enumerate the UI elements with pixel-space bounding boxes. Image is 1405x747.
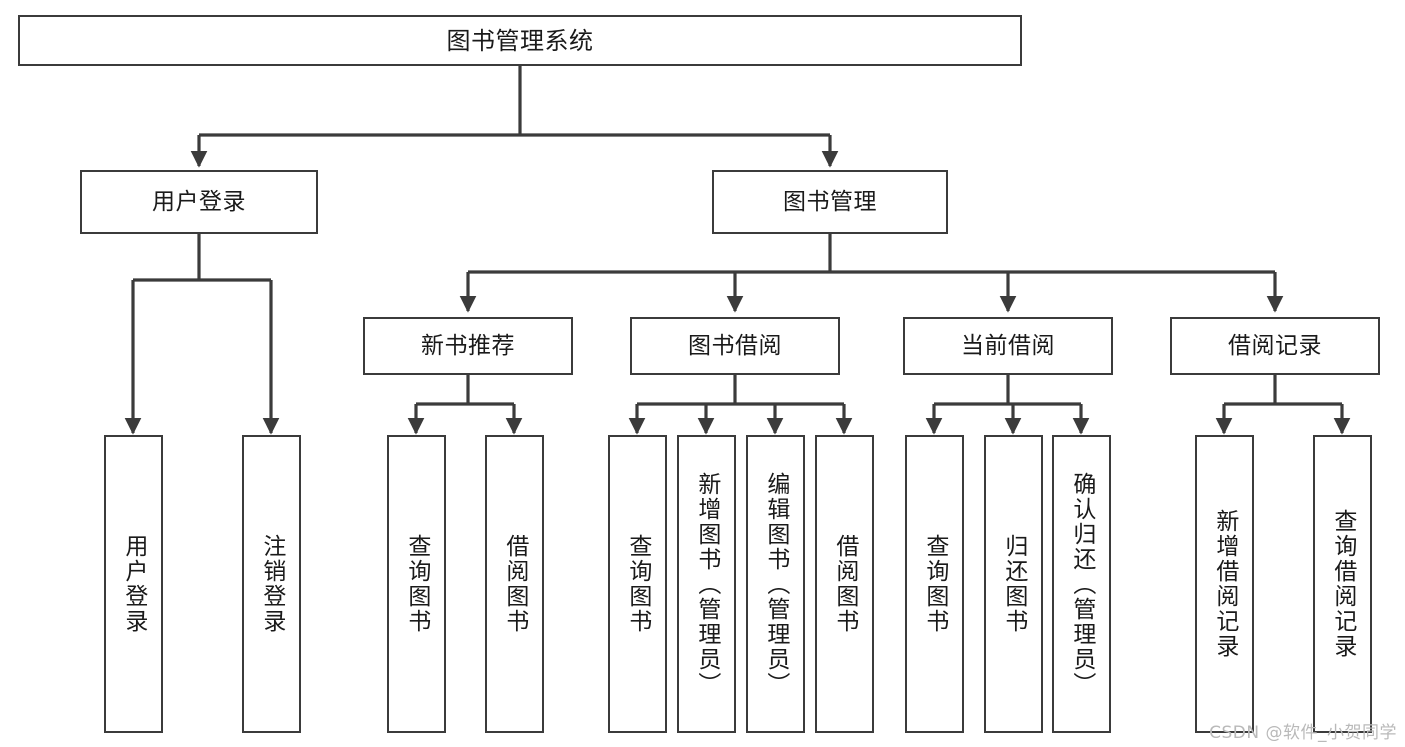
node-user-login[interactable]: 用户登录 bbox=[80, 170, 318, 234]
node-label: 借阅记录 bbox=[1228, 332, 1322, 359]
node-leaf-borrow-book-1[interactable]: 借阅图书 bbox=[485, 435, 544, 733]
node-label: 查询借阅记录 bbox=[1329, 509, 1356, 659]
node-leaf-query-book-3[interactable]: 查询图书 bbox=[905, 435, 964, 733]
node-label: 注销登录 bbox=[258, 534, 285, 634]
node-current-borrow[interactable]: 当前借阅 bbox=[903, 317, 1113, 375]
node-leaf-user-login[interactable]: 用户登录 bbox=[104, 435, 163, 733]
node-label: 用户登录 bbox=[120, 534, 147, 634]
node-book-management[interactable]: 图书管理 bbox=[712, 170, 948, 234]
node-leaf-add-book[interactable]: 新增图书（管理员） bbox=[677, 435, 736, 733]
node-label: 新书推荐 bbox=[421, 332, 515, 359]
node-label: 图书借阅 bbox=[688, 332, 782, 359]
node-leaf-query-record[interactable]: 查询借阅记录 bbox=[1313, 435, 1372, 733]
node-label: 查询图书 bbox=[921, 534, 948, 634]
node-label: 编辑图书（管理员） bbox=[762, 471, 789, 697]
node-leaf-user-logout[interactable]: 注销登录 bbox=[242, 435, 301, 733]
node-new-book-recommend[interactable]: 新书推荐 bbox=[363, 317, 573, 375]
node-label: 新增图书（管理员） bbox=[693, 471, 720, 697]
node-book-borrow[interactable]: 图书借阅 bbox=[630, 317, 840, 375]
node-label: 借阅图书 bbox=[501, 534, 528, 634]
node-leaf-borrow-book-2[interactable]: 借阅图书 bbox=[815, 435, 874, 733]
node-leaf-edit-book[interactable]: 编辑图书（管理员） bbox=[746, 435, 805, 733]
node-label: 图书管理 bbox=[783, 188, 877, 215]
node-borrow-record[interactable]: 借阅记录 bbox=[1170, 317, 1380, 375]
node-leaf-confirm-return[interactable]: 确认归还（管理员） bbox=[1052, 435, 1111, 733]
node-label: 查询图书 bbox=[403, 534, 430, 634]
node-leaf-return-book[interactable]: 归还图书 bbox=[984, 435, 1043, 733]
node-label: 用户登录 bbox=[152, 188, 246, 215]
node-book-management-system[interactable]: 图书管理系统 bbox=[18, 15, 1022, 66]
node-label: 图书管理系统 bbox=[446, 26, 594, 55]
node-label: 当前借阅 bbox=[961, 332, 1055, 359]
node-leaf-query-book-1[interactable]: 查询图书 bbox=[387, 435, 446, 733]
node-label: 新增借阅记录 bbox=[1211, 509, 1238, 659]
csdn-watermark: CSDN @软件_小贺同学 bbox=[1209, 723, 1397, 743]
node-label: 确认归还（管理员） bbox=[1068, 471, 1095, 697]
node-label: 查询图书 bbox=[624, 534, 651, 634]
node-label: 借阅图书 bbox=[831, 534, 858, 634]
node-leaf-query-book-2[interactable]: 查询图书 bbox=[608, 435, 667, 733]
node-leaf-add-record[interactable]: 新增借阅记录 bbox=[1195, 435, 1254, 733]
node-label: 归还图书 bbox=[1000, 534, 1027, 634]
